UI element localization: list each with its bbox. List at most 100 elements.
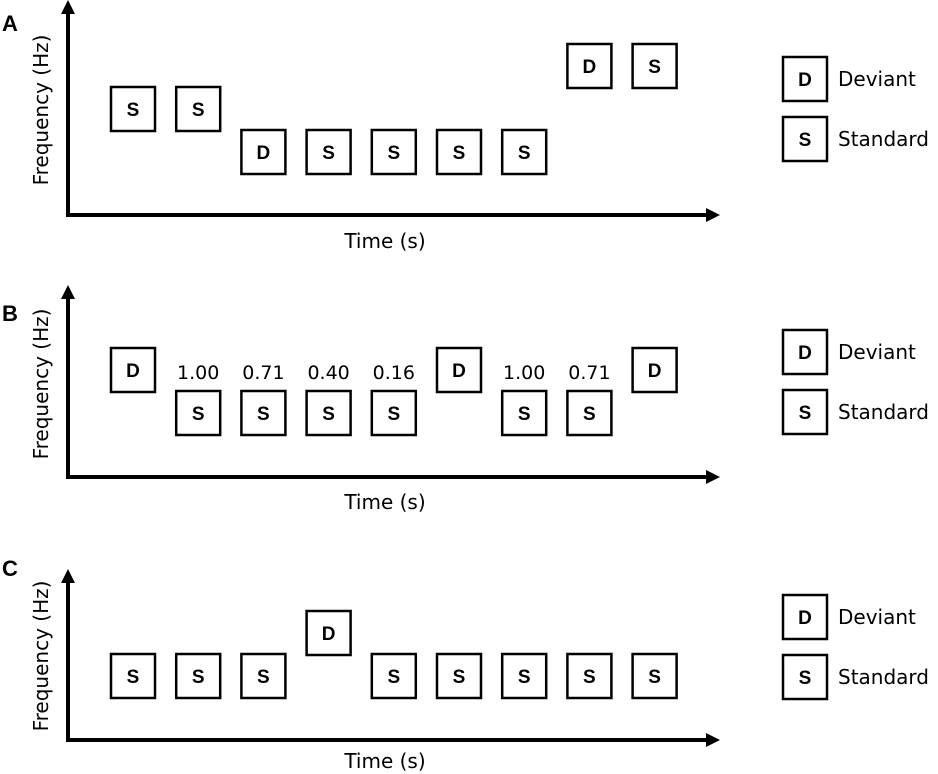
panel-label: A [2, 11, 18, 36]
standard-stimulus-letter: S [387, 143, 400, 164]
y-axis-label: Frequency (Hz) [29, 309, 53, 460]
deviant-stimulus [305, 609, 352, 657]
stimulus-sequence: S S D S S S S D S [109, 42, 678, 176]
standard-stimulus-letter: S [322, 404, 335, 425]
standard-stimulus [500, 128, 548, 176]
standard-stimulus-letter: S [192, 667, 205, 688]
legend-swatch [781, 328, 829, 376]
legend-label: Deviant [838, 605, 916, 629]
standard-stimulus-letter: S [387, 404, 400, 425]
deviant-stimulus-letter: D [126, 361, 140, 382]
standard-stimulus [174, 652, 222, 700]
panel-label: B [2, 301, 18, 326]
panel-label: C [2, 556, 18, 581]
x-axis-label: Time (s) [343, 749, 425, 773]
stimulus-value-label: 1.00 [503, 362, 545, 384]
legend-swatch-letter: S [799, 668, 812, 689]
deviant-stimulus-letter: D [452, 361, 466, 382]
standard-stimulus-letter: S [518, 143, 531, 164]
legend-swatch-letter: S [799, 130, 812, 151]
legend-label: Standard [838, 400, 929, 424]
standard-stimulus-letter: S [648, 667, 661, 688]
standard-stimulus-letter: S [127, 667, 140, 688]
standard-stimulus [305, 389, 352, 437]
legend-label: Standard [838, 127, 929, 151]
standard-stimulus-letter: S [648, 57, 661, 78]
standard-stimulus-letter: S [127, 100, 140, 121]
standard-stimulus [500, 652, 548, 700]
legend-swatch [781, 115, 829, 163]
standard-stimulus [435, 128, 483, 176]
standard-stimulus-letter: S [583, 667, 596, 688]
y-axis-arrowhead [61, 569, 75, 583]
standard-stimulus-letter: S [453, 143, 466, 164]
stimulus-value-label: 0.71 [242, 362, 284, 384]
legend-label: Deviant [838, 67, 916, 91]
standard-stimulus-letter: S [257, 667, 270, 688]
standard-stimulus [240, 389, 287, 437]
standard-stimulus-letter: S [387, 667, 400, 688]
standard-stimulus-letter: S [453, 667, 466, 688]
stimulus-value-label: 0.71 [568, 362, 610, 384]
legend-swatch [781, 388, 829, 436]
standard-stimulus-letter: S [518, 404, 531, 425]
deviant-stimulus [435, 346, 483, 394]
legend-swatch-letter: D [798, 608, 812, 629]
deviant-stimulus-letter: D [257, 143, 271, 164]
stimulus-value-label: 0.40 [307, 362, 349, 384]
x-axis-arrowhead [706, 208, 720, 222]
standard-stimulus [174, 85, 222, 133]
standard-stimulus [240, 652, 287, 700]
x-axis-arrowhead [706, 733, 720, 747]
standard-stimulus [370, 128, 418, 176]
standard-stimulus [370, 652, 418, 700]
deviant-stimulus [631, 346, 678, 394]
standard-stimulus-letter: S [192, 404, 205, 425]
legend-swatch [781, 55, 829, 103]
deviant-stimulus [109, 346, 157, 394]
stimulus-value-label: 0.16 [373, 362, 415, 384]
y-axis-label: Frequency (Hz) [29, 35, 53, 186]
standard-stimulus [631, 652, 678, 700]
standard-stimulus [109, 652, 157, 700]
standard-stimulus [435, 652, 483, 700]
x-axis-label: Time (s) [343, 490, 425, 514]
legend-label: Standard [838, 665, 929, 689]
standard-stimulus [174, 389, 222, 437]
deviant-stimulus-letter: D [583, 57, 597, 78]
y-axis-label: Frequency (Hz) [29, 581, 53, 732]
standard-stimulus [305, 128, 352, 176]
legend-swatch-letter: S [799, 403, 812, 424]
panel-b: B Frequency (Hz) Time (s) D S 1.00S 0.71S 0.… [2, 285, 929, 514]
standard-stimulus-letter: S [257, 404, 270, 425]
legend-swatch [781, 653, 829, 701]
deviant-stimulus [566, 42, 613, 90]
legend-swatch-letter: D [798, 70, 812, 91]
stimulus-sequence: S S S D S S S S S [109, 609, 678, 700]
standard-stimulus-letter: S [322, 143, 335, 164]
legend-swatch-letter: D [798, 343, 812, 364]
standard-stimulus [566, 652, 613, 700]
stimulus-value-label: 1.00 [177, 362, 219, 384]
legend-swatch [781, 593, 829, 641]
standard-stimulus-letter: S [192, 100, 205, 121]
standard-stimulus [566, 389, 613, 437]
legend-label: Deviant [838, 340, 916, 364]
x-axis-arrowhead [706, 470, 720, 484]
y-axis-arrowhead [61, 285, 75, 299]
deviant-stimulus [240, 128, 287, 176]
deviant-stimulus-letter: D [322, 624, 336, 645]
panel-c: C Frequency (Hz) Time (s) S S S D S S S S S D Dev… [2, 556, 929, 773]
y-axis-arrowhead [61, 0, 75, 14]
deviant-stimulus-letter: D [648, 361, 662, 382]
standard-stimulus-letter: S [518, 667, 531, 688]
standard-stimulus [500, 389, 548, 437]
standard-stimulus [631, 42, 678, 90]
standard-stimulus [370, 389, 418, 437]
